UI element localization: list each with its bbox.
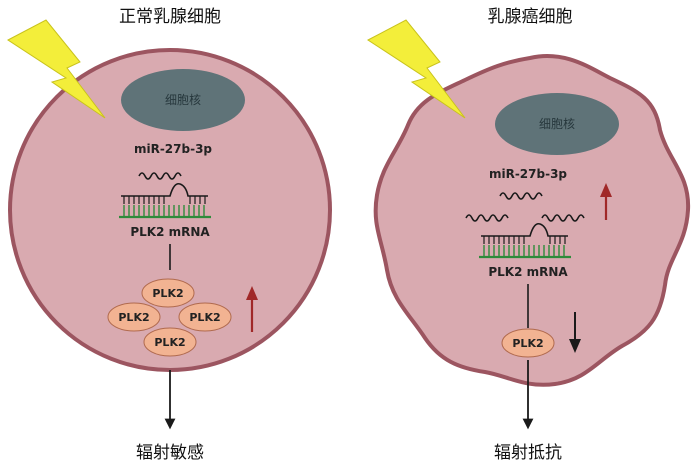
left-protein-up-arrow-icon — [246, 286, 258, 332]
right-plk2-label: PLK2 — [512, 337, 543, 350]
left-panel: 正常乳腺细胞 细胞核 miR-27b-3p — [7, 7, 332, 463]
right-nucleus-label: 细胞核 — [539, 117, 575, 131]
left-plk2-protein — [141, 278, 195, 308]
right-mirna-strands — [465, 192, 585, 222]
left-mirna-mrna-duplex — [119, 182, 211, 219]
right-mirna-up-arrow-icon — [600, 183, 612, 220]
radiation-lightning-icon — [7, 19, 106, 119]
left-plk2-protein — [107, 302, 161, 332]
right-mirna-mrna-duplex — [479, 222, 571, 259]
right-nucleus — [495, 93, 619, 155]
right-panel: 乳腺癌细胞 细胞核 miR-27b-3p — [367, 7, 691, 463]
left-protein-cluster: PLK2 PLK2 PLK2 PLK2 — [107, 278, 232, 357]
left-plk2-protein — [178, 302, 232, 332]
left-plk2-label: PLK2 — [154, 336, 185, 349]
left-mirna-label: miR-27b-3p — [134, 142, 212, 156]
right-plk2-protein — [501, 328, 555, 358]
right-panel-title: 乳腺癌细胞 — [488, 7, 573, 27]
right-mrna-label: PLK2 mRNA — [488, 265, 568, 279]
right-protein-down-arrow-icon — [569, 312, 581, 353]
left-mrna-label: PLK2 mRNA — [130, 225, 210, 239]
left-plk2-label: PLK2 — [189, 311, 220, 324]
left-nucleus — [121, 69, 245, 131]
left-plk2-label: PLK2 — [118, 311, 149, 324]
left-panel-title: 正常乳腺细胞 — [119, 7, 221, 27]
radiation-lightning-icon — [367, 19, 466, 119]
right-mirna-label: miR-27b-3p — [489, 167, 567, 181]
left-outcome-label: 辐射敏感 — [136, 443, 204, 463]
left-mirna-strand — [138, 172, 182, 180]
left-plk2-label: PLK2 — [152, 287, 183, 300]
left-nucleus-label: 细胞核 — [165, 93, 201, 107]
right-outcome-label: 辐射抵抗 — [494, 443, 562, 463]
left-plk2-protein — [143, 327, 197, 357]
